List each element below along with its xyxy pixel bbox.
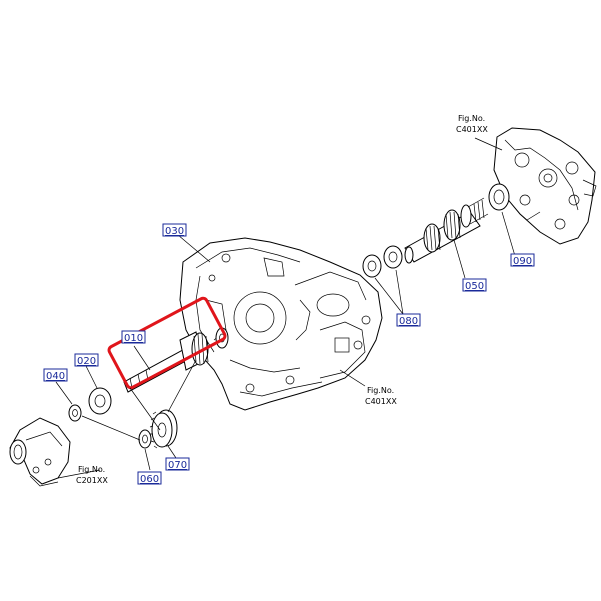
- callout-050-text: 050: [465, 281, 484, 292]
- callout-050[interactable]: 050: [462, 278, 487, 292]
- callout-080[interactable]: 080: [396, 313, 421, 327]
- transmission-housing-part: [179, 237, 383, 411]
- figref-bottom-label: Fig.No.: [78, 465, 105, 474]
- seal-040-part: [68, 404, 82, 422]
- callout-040-text: 040: [46, 371, 65, 382]
- callout-040[interactable]: 040: [43, 368, 68, 382]
- shaft-050-part: [404, 197, 489, 264]
- callout-010[interactable]: 010: [121, 330, 146, 344]
- figref-bottom-number: C201XX: [76, 476, 108, 485]
- callout-090-text: 090: [513, 256, 532, 267]
- highlight-frame: [107, 296, 227, 390]
- callout-020-text: 020: [77, 356, 96, 367]
- front-housing-part: [9, 417, 71, 487]
- rear-cover-part: [493, 127, 597, 245]
- leader-lines: [55, 137, 516, 479]
- callout-060-text: 060: [140, 474, 159, 485]
- callout-090[interactable]: 090: [510, 253, 535, 267]
- figref-top-label: Fig.No.: [458, 114, 485, 123]
- callout-070-text: 070: [168, 460, 187, 471]
- figref-mid[interactable]: Fig.No. C401XX: [365, 386, 397, 406]
- figref-mid-label: Fig.No.: [367, 386, 394, 395]
- callout-030-text: 030: [165, 226, 184, 237]
- gear-070-part: [149, 409, 178, 449]
- figref-bottom[interactable]: Fig.No. C201XX: [76, 465, 108, 485]
- bearing-090-part: [488, 183, 510, 211]
- bearing-020-part: [88, 387, 112, 415]
- callout-080-text: 080: [399, 316, 418, 327]
- callout-010-text: 010: [124, 333, 143, 344]
- figref-top-number: C401XX: [456, 125, 488, 134]
- callout-020[interactable]: 020: [74, 353, 99, 367]
- callout-030[interactable]: 030: [162, 223, 187, 237]
- figref-mid-number: C401XX: [365, 397, 397, 406]
- figref-top[interactable]: Fig.No. C401XX: [456, 114, 488, 134]
- washer-060-part: [138, 429, 152, 449]
- callout-070[interactable]: 070: [165, 457, 190, 471]
- bearing-080-part: [362, 245, 403, 278]
- callout-060[interactable]: 060: [137, 471, 162, 485]
